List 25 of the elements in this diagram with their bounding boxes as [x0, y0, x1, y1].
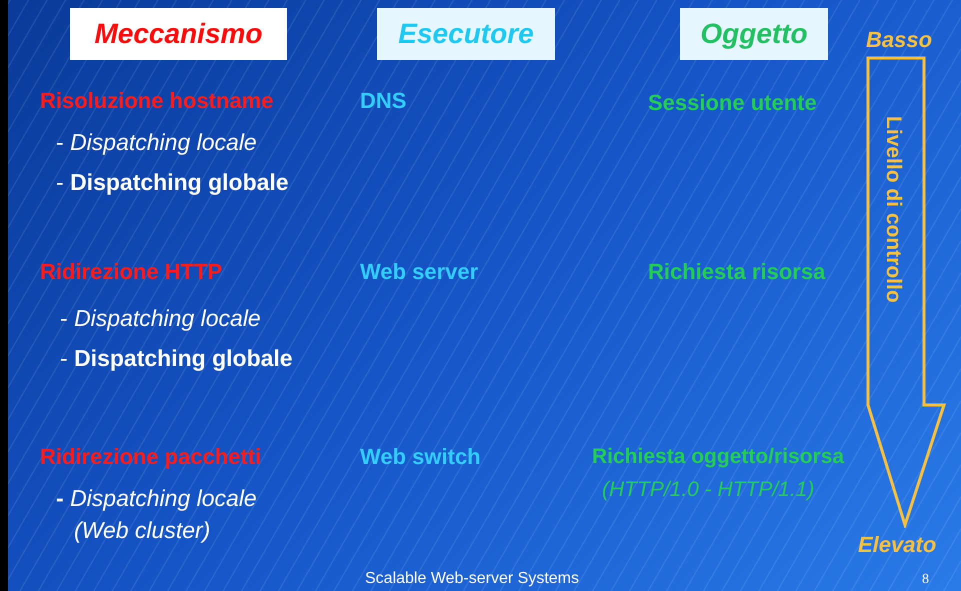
sub-item: - Dispatching globale: [56, 168, 289, 197]
mechanism-label: Ridirezione pacchetti: [40, 443, 262, 470]
page-number: 8: [922, 571, 929, 588]
object-label: Richiesta risorsa: [648, 258, 826, 286]
scale-end-label: Elevato: [858, 531, 936, 558]
protocol-note: (HTTP/1.0 - HTTP/1.1): [602, 477, 814, 503]
object-label: Sessione utente: [648, 89, 817, 116]
object-label: Richiesta oggetto/risorsa: [592, 444, 844, 470]
sub-item: - Dispatching globale: [60, 344, 293, 373]
executor-label: Web server: [360, 258, 478, 286]
sub-item: - Dispatching locale: [56, 128, 257, 157]
axis-label: Livello di controllo: [881, 116, 906, 303]
sub-item: (Web cluster): [74, 516, 210, 545]
executor-label: Web switch: [360, 443, 481, 470]
mechanism-label: Risoluzione hostname: [40, 87, 274, 114]
down-arrow: [866, 56, 946, 528]
executor-label: DNS: [360, 87, 406, 114]
mechanism-label: Ridirezione HTTP: [40, 258, 222, 286]
header-box: Meccanismo: [70, 8, 287, 60]
sub-item: - Dispatching locale: [56, 484, 257, 513]
scale-end-label: Basso: [866, 26, 932, 54]
header-box: Esecutore: [377, 8, 555, 60]
footer-text: Scalable Web-server Systems: [365, 569, 579, 589]
sub-item: - Dispatching locale: [60, 304, 261, 333]
header-box: Oggetto: [680, 8, 828, 60]
